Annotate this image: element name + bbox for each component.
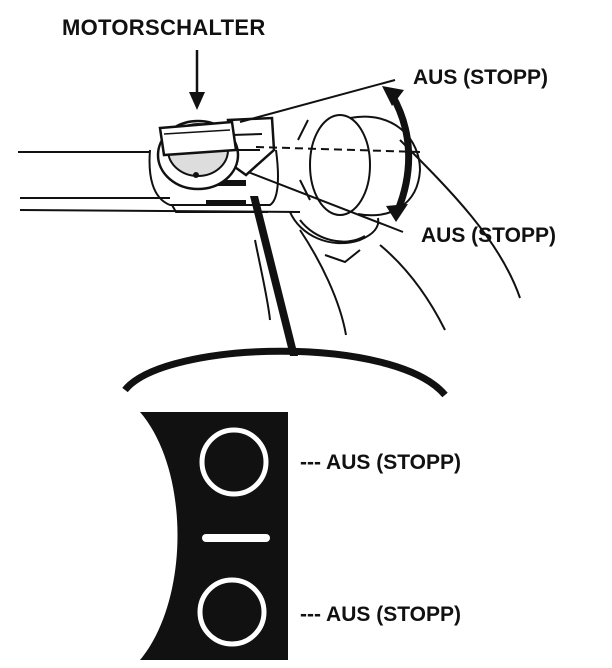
rotary-switch-icon	[156, 119, 240, 191]
handle-body	[18, 79, 521, 336]
off-label-upper-bottom: AUS (STOPP)	[421, 224, 556, 247]
detail-arc	[122, 347, 448, 398]
switch-faceplate	[140, 412, 288, 660]
off-label-panel-top: --- AUS (STOPP)	[300, 451, 461, 474]
double-arrow-icon	[382, 86, 413, 222]
off-label-upper-top: AUS (STOPP)	[413, 66, 548, 89]
leader-line	[250, 196, 298, 356]
arrow-down-icon	[189, 50, 205, 110]
off-label-panel-bottom: --- AUS (STOPP)	[300, 603, 461, 626]
engine-switch-title: MOTORSCHALTER	[62, 15, 266, 40]
